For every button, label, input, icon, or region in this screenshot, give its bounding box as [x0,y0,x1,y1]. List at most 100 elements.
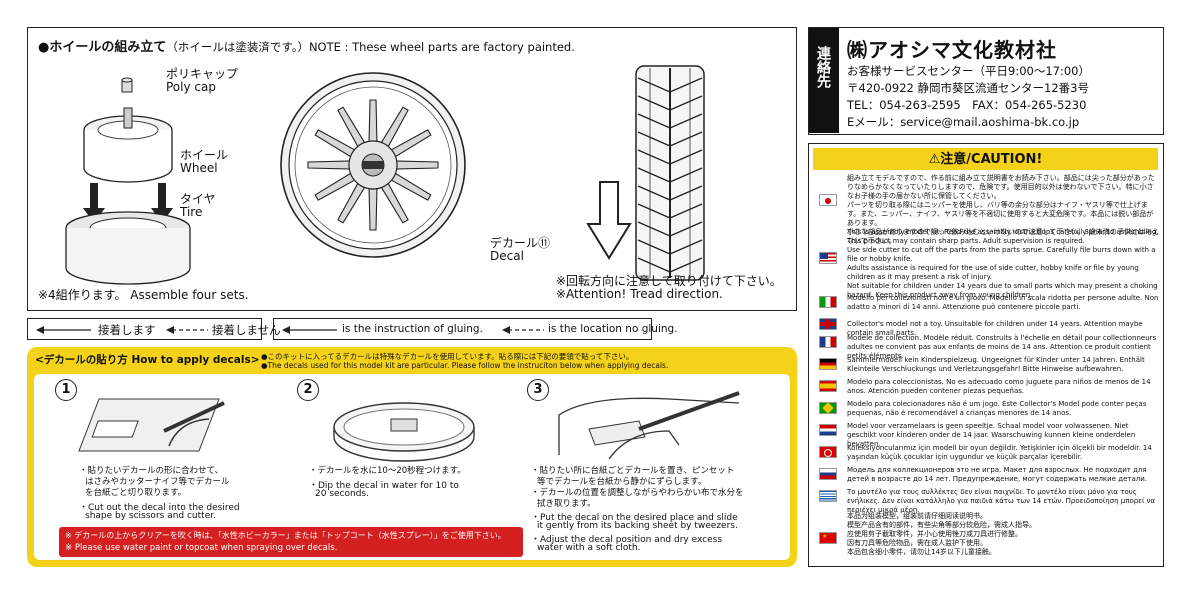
flag-usa-icon [819,252,837,264]
step-3-jp-3: 拭き取ります。 [537,499,596,509]
decal-guide-note-en: ●The decals used for this model kit are … [261,361,669,370]
contact-side-label: 連絡先 [809,28,839,133]
tread-note-en: ※Attention! Tread direction. [556,287,723,301]
wheel-assembly-diagram [65,77,191,285]
step-2: 2 ・デカールを水に10～20秒程つけます。 ・Dip the decal in… [279,379,511,555]
tire-label-en: Tire [180,205,203,219]
step-2-en-1: 20 seconds. [315,489,369,499]
caution-jp-text: 組み立てモデルですので、作る前に組み立て説明書をお読み下さい。部品には尖った部分… [847,174,1159,246]
step-1-cutting-illustration [78,398,225,452]
glue-legend-en: is the instruction of gluing. is the loc… [273,318,678,340]
step-2-en-0: ・Dip the decal in water for 10 to [309,481,459,491]
flag-netherlands-icon [819,424,837,436]
step-1-jp-0: ・貼りたいデカールの形に合わせて、 [79,466,224,476]
decal-guide-panel: <デカールの貼り方 How to apply decals> ●このキットに入っ… [27,347,797,567]
decal-label-en: Decal [490,249,524,263]
caution-cn-line-4: 本品包含细小零件，请勿让14岁以下儿童接触。 [847,548,996,556]
step-3-en-0: ・Put the decal on the desired place and … [531,513,738,523]
contact-side-text: 連絡先 [815,46,831,88]
step-2-jp-0: ・デカールを水に10～20秒程つけます。 [309,466,466,476]
caution-cn-line-0: 本品为组装模型，组装前请仔细阅读说明书。 [847,512,987,520]
flag-spain-icon [819,380,837,392]
caution-de-text: Sammlermodell kein Kinderspielzeug. Unge… [847,356,1145,373]
glue-label-en: is the instruction of gluing. [342,323,483,335]
assemble-sets-note: ※4組作ります。 Assemble four sets. [38,288,249,302]
step-3-en-3: water with a soft cloth. [537,543,641,553]
caution-fr-text: Modèle de collection. Modèle réduit. Con… [847,334,1157,360]
caution-cn-line-3: 因有刀具等危险物品，需在成人监护下使用。 [847,539,987,547]
caution-nl-text: Model voor verzamelaars is geen speeltje… [847,422,1136,448]
assembly-heading-note: （ホイールは塗装済です。）NOTE : These wheel parts ar… [166,40,575,54]
wheel-label-en: Wheel [180,161,218,175]
step-3-number-badge: 3 [527,379,549,401]
flag-germany-icon [819,358,837,370]
caution-header: ⚠注意/CAUTION! [813,148,1158,170]
step-3-en-2: ・Adjust the decal position and dry exces… [531,535,723,545]
decal-guide-title: <デカールの貼り方 How to apply decals> [35,354,260,366]
flag-japan-icon [819,194,837,206]
caution-en-line-3: Adults assistance is required for the us… [847,264,1139,281]
flag-france-icon [819,336,837,348]
flag-china-icon: ★ [819,532,837,544]
caution-jp-line-2: 小さな部品がありますので誤って飲み込むといけないので注意して下さい。3歳未満の子… [847,228,1159,245]
no-glue-label-jp: 接着しません [212,323,281,337]
caution-en-line-4: Not suitable for children under 14 years… [847,282,1158,299]
decal-warning-en: ※ Please use water paint or topcoat when… [65,543,338,553]
decal-label-jp: デカール⑪ [490,236,551,250]
step-1-en-0: ・Cut out the decal into the desired [79,503,240,513]
contact-panel: 連絡先 ㈱アオシマ文化教材社 お客様サービスセンター（平日9:00～17:00）… [808,27,1164,135]
step-3: 3 ・貼りたい所に台紙ごとデカールを置き、ピンセット 等でデカールを台紙から静か… [519,379,785,555]
caution-panel: ⚠注意/CAUTION! 組み立てモデルですので、作る前に組み立て説明書をお読み… [808,143,1164,567]
polycap-label-en: Poly cap [166,80,216,94]
tire-tread-view [635,65,705,281]
tire-label-jp: タイヤ [180,192,216,206]
glue-legend-jp: 接着します 接着しません [27,318,281,340]
no-glue-label-en: is the location no gluing. [548,323,678,335]
assembly-panel: ●ホイールの組み立て（ホイールは塗装済です。）NOTE : These whee… [27,27,797,311]
no-glue-arrow-icon [166,326,208,334]
caution-tr-text: Koleksiyoncularımız için modell bir oyun… [847,444,1152,461]
caution-cn-text: 本品为组装模型，组装前请仔细阅读说明书。 模型产品含有的部件，有些尖角等部分较危… [847,512,1159,557]
contact-phone: TEL：054-263-2595 FAX：054-265-5230 [847,98,1087,112]
glue-arrow-en-icon [282,326,337,334]
step-1-jp-2: を台紙ごと切り取ります。 [85,488,187,498]
no-glue-arrow-en-icon [502,326,544,334]
step-2-water-dish-illustration [333,402,475,462]
step-3-en-1: it gently from its backing sheet by twee… [537,521,738,531]
polycap-label-jp: ポリキャップ [166,67,239,81]
flag-greece-icon [819,490,837,502]
step-3-sliding-illustration [558,391,740,460]
caution-en-line-1: This product may contain sharp parts. Ad… [847,237,1085,245]
wheel-label-jp: ホイール [180,148,229,162]
caution-en-line-2: Use side cutter to cut off the parts fro… [847,246,1156,263]
flag-italy-icon [819,296,837,308]
caution-title: ⚠注意/CAUTION! [928,152,1043,167]
caution-cn-line-1: 模型产品含有的部件，有些尖角等部分较危险，需成人指导。 [847,521,1036,529]
company-name: ㈱アオシマ文化教材社 [847,38,1057,62]
caution-jp-line-1: パーツを切り取る際にはニッパーを使用し、バリ等の余分な部分はナイフ・ヤスリ等で仕… [847,201,1154,227]
tread-note-jp: ※回転方向に注意して取り付けて下さい。 [556,274,782,288]
service-center: お客様サービスセンター（平日9:00～17:00） [847,64,1090,78]
step-3-jp-0: ・貼りたい所に台紙ごとデカールを置き、ピンセット [531,466,735,476]
wheel-front-view [280,72,466,258]
decal-guide-note-jp: ●このキットに入ってるデカールは特殊なデカールを使用しています。貼る際には下記の… [261,352,634,361]
caution-jp-line-0: 組み立てモデルですので、作る前に組み立て説明書をお読み下さい。部品には尖った部分… [847,174,1155,200]
caution-en-line-0: This is assembly model kit. Read the ass… [847,228,1159,236]
assembly-heading-jp: ●ホイールの組み立て [38,40,167,55]
caution-en-text: This is assembly model kit. Read the ass… [847,228,1159,300]
contact-address: 〒420-0922 静岡市葵区流通センター12番3号 [847,81,1089,95]
step-2-number-badge: 2 [297,379,319,401]
step-1-jp-1: はさみやカッターナイフ等でデカール [85,477,230,487]
contact-email: Eメール：service@mail.aoshima-bk.co.jp [847,115,1080,129]
flag-turkey-icon [819,446,837,458]
step-1: 1 ・貼りたいデカールの形に合わせて、 はさみやカッターナイフ等でデカール を台… [39,379,271,555]
assembly-heading: ●ホイールの組み立て（ホイールは塗装済です。）NOTE : These whee… [38,36,575,55]
flag-uk-icon [819,318,837,330]
caution-gr-text: Το μοντέλο για τους συλλέκτες δεν είναι … [847,488,1156,514]
glue-label-jp: 接着します [98,323,156,337]
flag-brazil-icon [819,402,837,414]
step-3-jp-2: ・デカールの位置を調整しながらやわらかい布で水分を [531,488,744,498]
step-3-jp-1: 等でデカールを台紙から静かにずらします。 [537,477,707,487]
caution-br-text: Modelo para colecionadores não é um jogo… [847,400,1147,417]
step-1-number-badge: 1 [55,379,77,401]
